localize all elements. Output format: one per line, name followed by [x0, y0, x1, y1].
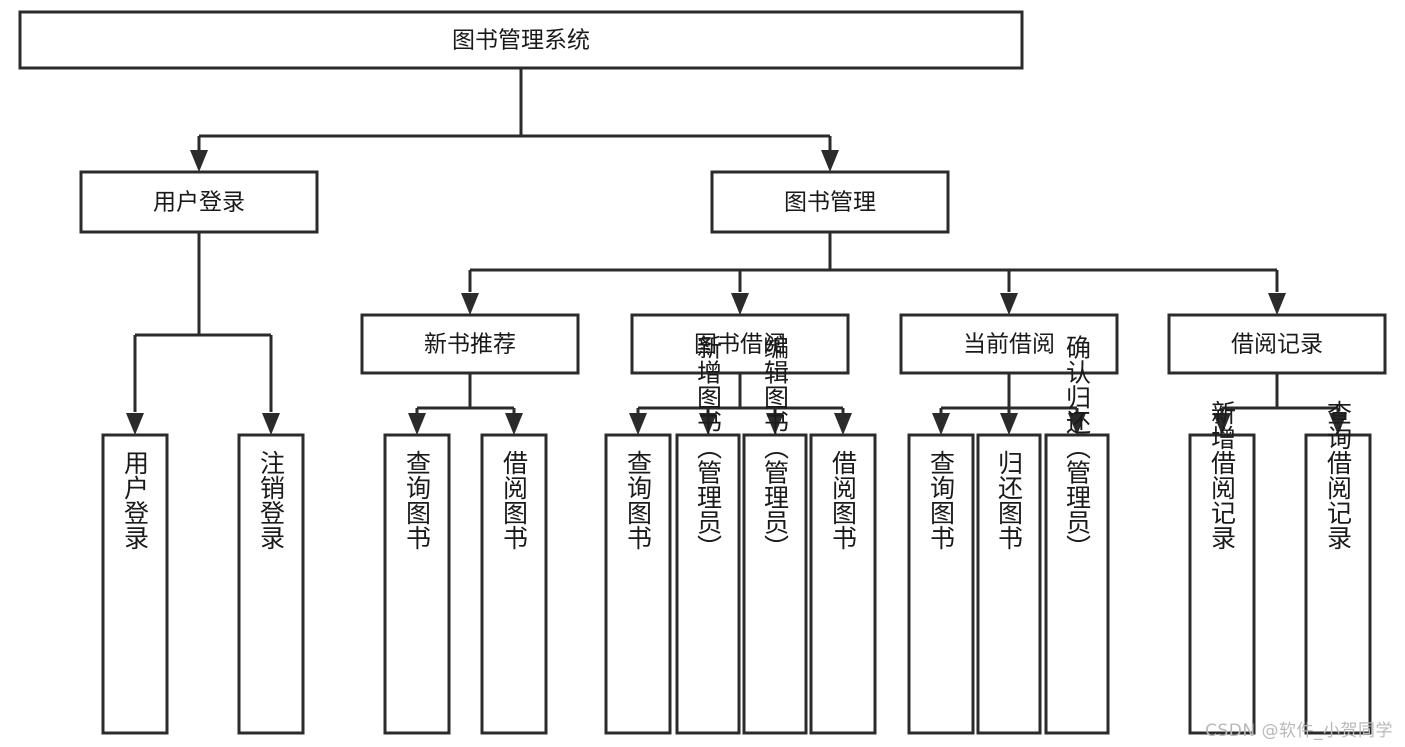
node-leaf-add-record-label: 新增借阅记录 [1208, 400, 1237, 550]
arrow-icon [821, 150, 839, 172]
node-leaf-add-record[interactable]: 新增借阅记录 [1188, 400, 1256, 735]
node-book-management[interactable]: 图书管理 [710, 170, 950, 234]
node-leaf-user-login-label: 用户登录 [121, 450, 150, 550]
node-leaf-query-book-1-label: 查询图书 [403, 450, 432, 550]
node-leaf-logout-login-label: 注销登录 [257, 450, 286, 550]
connector-root-to-level1 [190, 68, 839, 172]
node-root-label: 图书管理系统 [452, 28, 590, 54]
arrow-icon [629, 413, 647, 435]
arrow-icon [834, 413, 852, 435]
arrow-icon [461, 293, 479, 315]
node-current-borrow[interactable]: 当前借阅 [899, 313, 1119, 375]
arrow-icon [126, 413, 144, 435]
connector-bookborrow-to-leaves [629, 373, 852, 435]
node-user-login[interactable]: 用户登录 [79, 170, 319, 234]
node-book-borrow[interactable]: 图书借阅 [630, 313, 850, 375]
node-leaf-return-book[interactable]: 归还图书 [976, 433, 1042, 735]
arrow-icon [1000, 413, 1018, 435]
node-new-book-recommend[interactable]: 新书推荐 [360, 313, 580, 375]
node-leaf-query-book-2-label: 查询图书 [624, 450, 653, 550]
connector-currentborrow-to-leaves [932, 373, 1086, 435]
node-leaf-query-record-label: 查询借阅记录 [1324, 400, 1353, 550]
arrow-icon [505, 413, 523, 435]
arrow-icon [932, 413, 950, 435]
node-leaf-user-login[interactable]: 用户登录 [101, 433, 169, 735]
node-borrow-record-label: 借阅记录 [1231, 332, 1323, 358]
node-book-borrow-label: 图书借阅 [694, 332, 786, 358]
node-leaf-borrow-book-2[interactable]: 借阅图书 [809, 433, 877, 735]
node-new-book-recommend-label: 新书推荐 [424, 332, 516, 358]
node-leaf-borrow-book-1[interactable]: 借阅图书 [480, 433, 548, 735]
node-leaf-confirm-return[interactable]: 确认归还（管理员） [1044, 335, 1110, 735]
arrow-icon [262, 413, 280, 435]
node-leaf-return-book-label: 归还图书 [995, 450, 1024, 550]
node-leaf-borrow-book-1-label: 借阅图书 [500, 450, 529, 550]
node-book-management-label: 图书管理 [784, 190, 876, 216]
connector-bookmgmt-to-level2 [461, 232, 1286, 315]
node-leaf-query-book-1[interactable]: 查询图书 [383, 433, 451, 735]
node-current-borrow-label: 当前借阅 [963, 332, 1055, 358]
arrow-icon [731, 293, 749, 315]
node-root[interactable]: 图书管理系统 [18, 10, 1024, 70]
node-leaf-edit-book-label: 编辑图书（管理员） [761, 335, 790, 560]
node-leaf-query-book-3-label: 查询图书 [927, 450, 956, 550]
node-leaf-confirm-return-label: 确认归还（管理员） [1063, 335, 1092, 560]
node-leaf-logout-login[interactable]: 注销登录 [237, 433, 305, 735]
node-leaf-borrow-book-2-label: 借阅图书 [829, 450, 858, 550]
node-borrow-record[interactable]: 借阅记录 [1167, 313, 1387, 375]
connector-userlogin-to-leaves [126, 232, 280, 435]
arrow-icon [190, 150, 208, 172]
node-user-login-label: 用户登录 [153, 190, 245, 216]
node-leaf-add-book[interactable]: 新增图书（管理员） [675, 335, 741, 735]
node-leaf-query-book-2[interactable]: 查询图书 [604, 433, 672, 735]
arrow-icon [1000, 293, 1018, 315]
node-leaf-query-book-3[interactable]: 查询图书 [907, 433, 975, 735]
arrow-icon [1268, 293, 1286, 315]
node-leaf-edit-book[interactable]: 编辑图书（管理员） [742, 335, 808, 735]
connector-borrowrecord-to-leaves [1213, 373, 1347, 435]
arrow-icon [408, 413, 426, 435]
connector-newbook-to-leaves [408, 373, 523, 435]
node-leaf-query-record[interactable]: 查询借阅记录 [1304, 400, 1372, 735]
node-leaf-add-book-label: 新增图书（管理员） [694, 335, 723, 560]
